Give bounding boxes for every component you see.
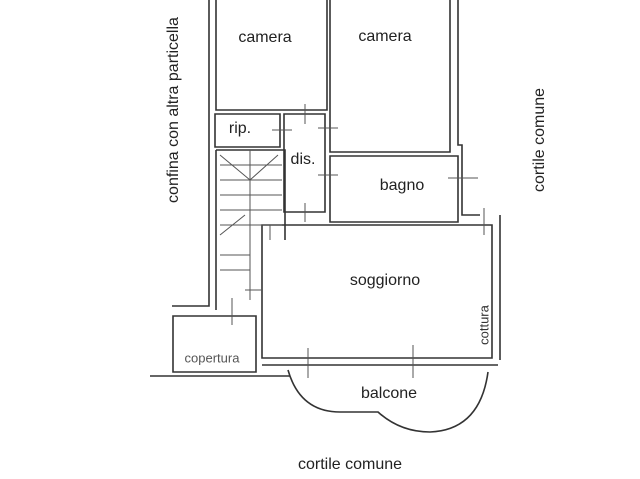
- label-cortile-comune-bottom: cortile comune: [297, 456, 403, 473]
- room-label-copertura: copertura: [184, 350, 240, 366]
- label-confina-left: confina con altra particella: [165, 17, 182, 203]
- room-label-balcone: balcone: [360, 385, 418, 402]
- label-cortile-comune-right: cortile comune: [531, 87, 548, 193]
- room-label-rip: rip.: [228, 120, 252, 137]
- door-marks: [231, 104, 485, 378]
- room-label-soggiorno: soggiorno: [349, 272, 421, 289]
- room-label-bagno: bagno: [379, 177, 425, 194]
- walls: [150, 0, 501, 433]
- room-label-cottura: cottura: [476, 305, 492, 345]
- room-label-dis: dis.: [290, 151, 316, 168]
- staircase: [219, 150, 282, 300]
- room-label-camera-right: camera: [358, 28, 412, 45]
- room-label-camera-left: camera: [238, 29, 292, 46]
